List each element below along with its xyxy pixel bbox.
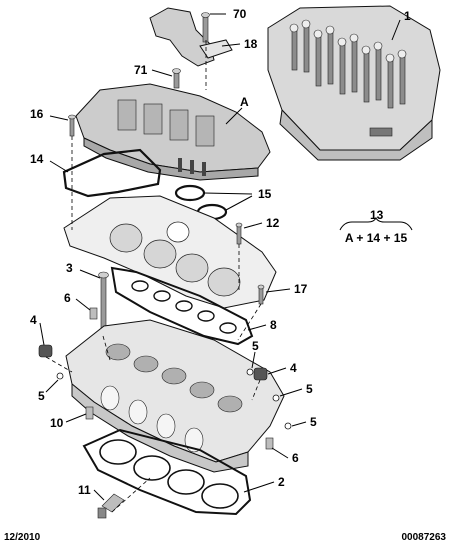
kit-legend: 13 A + 14 + 15 xyxy=(339,208,413,245)
o-ring-15-upper xyxy=(174,184,206,202)
callout-5-left: 5 xyxy=(38,389,45,403)
plug-4-right xyxy=(253,367,268,381)
dowel-6-upper xyxy=(89,307,98,320)
plug-5-a xyxy=(56,372,64,380)
head-gasket-2 xyxy=(82,428,252,516)
assembled-cylinder-head xyxy=(267,5,441,161)
callout-A: A xyxy=(240,95,249,109)
plug-5-b xyxy=(246,368,254,376)
callout-10: 10 xyxy=(50,416,64,430)
callout-18: 18 xyxy=(244,37,258,51)
plug-4-left xyxy=(38,344,53,358)
dowel-10 xyxy=(85,406,94,420)
bolt-71 xyxy=(172,68,181,89)
callout-1: 1 xyxy=(404,9,411,23)
manifold-gasket-8 xyxy=(110,266,254,346)
assembly-guide-lines xyxy=(45,40,262,513)
callout-12: 12 xyxy=(266,216,280,230)
callout-5-upper: 5 xyxy=(252,339,259,353)
plug-5-c xyxy=(272,394,280,402)
callout-3: 3 xyxy=(66,261,73,275)
callout-4-left: 4 xyxy=(30,313,37,327)
footer-reference: 00087263 xyxy=(402,532,447,543)
sensor-11 xyxy=(97,493,125,519)
bolt-70 xyxy=(201,12,210,43)
callout-6-upper: 6 xyxy=(64,291,71,305)
leader-lines xyxy=(39,13,401,501)
callout-71: 71 xyxy=(134,63,148,77)
mounting-bracket xyxy=(149,7,233,67)
cylinder-head-cover xyxy=(75,83,271,181)
cover-gasket-14 xyxy=(62,148,162,198)
callout-8: 8 xyxy=(270,318,277,332)
callout-13: 13 xyxy=(370,208,384,222)
stud-17 xyxy=(257,284,265,305)
bolt-16 xyxy=(68,114,76,137)
callout-5-lower: 5 xyxy=(310,415,317,429)
callout-16: 16 xyxy=(30,107,44,121)
callout-6-lower: 6 xyxy=(292,451,299,465)
footer-date: 12/2010 xyxy=(4,532,41,543)
kit-formula: A + 14 + 15 xyxy=(345,231,408,245)
intake-manifold xyxy=(63,195,277,309)
callout-15: 15 xyxy=(258,187,272,201)
cylinder-head-block xyxy=(65,319,285,473)
callout-11: 11 xyxy=(78,483,91,497)
stud-12 xyxy=(235,222,243,245)
callout-4-right: 4 xyxy=(290,361,297,375)
callout-5-right: 5 xyxy=(306,382,313,396)
callout-17: 17 xyxy=(294,282,308,296)
callout-70: 70 xyxy=(233,7,247,21)
dowel-6-lower xyxy=(265,437,274,450)
callout-14: 14 xyxy=(30,152,44,166)
plug-5-d xyxy=(284,422,292,430)
callout-2: 2 xyxy=(278,475,285,489)
